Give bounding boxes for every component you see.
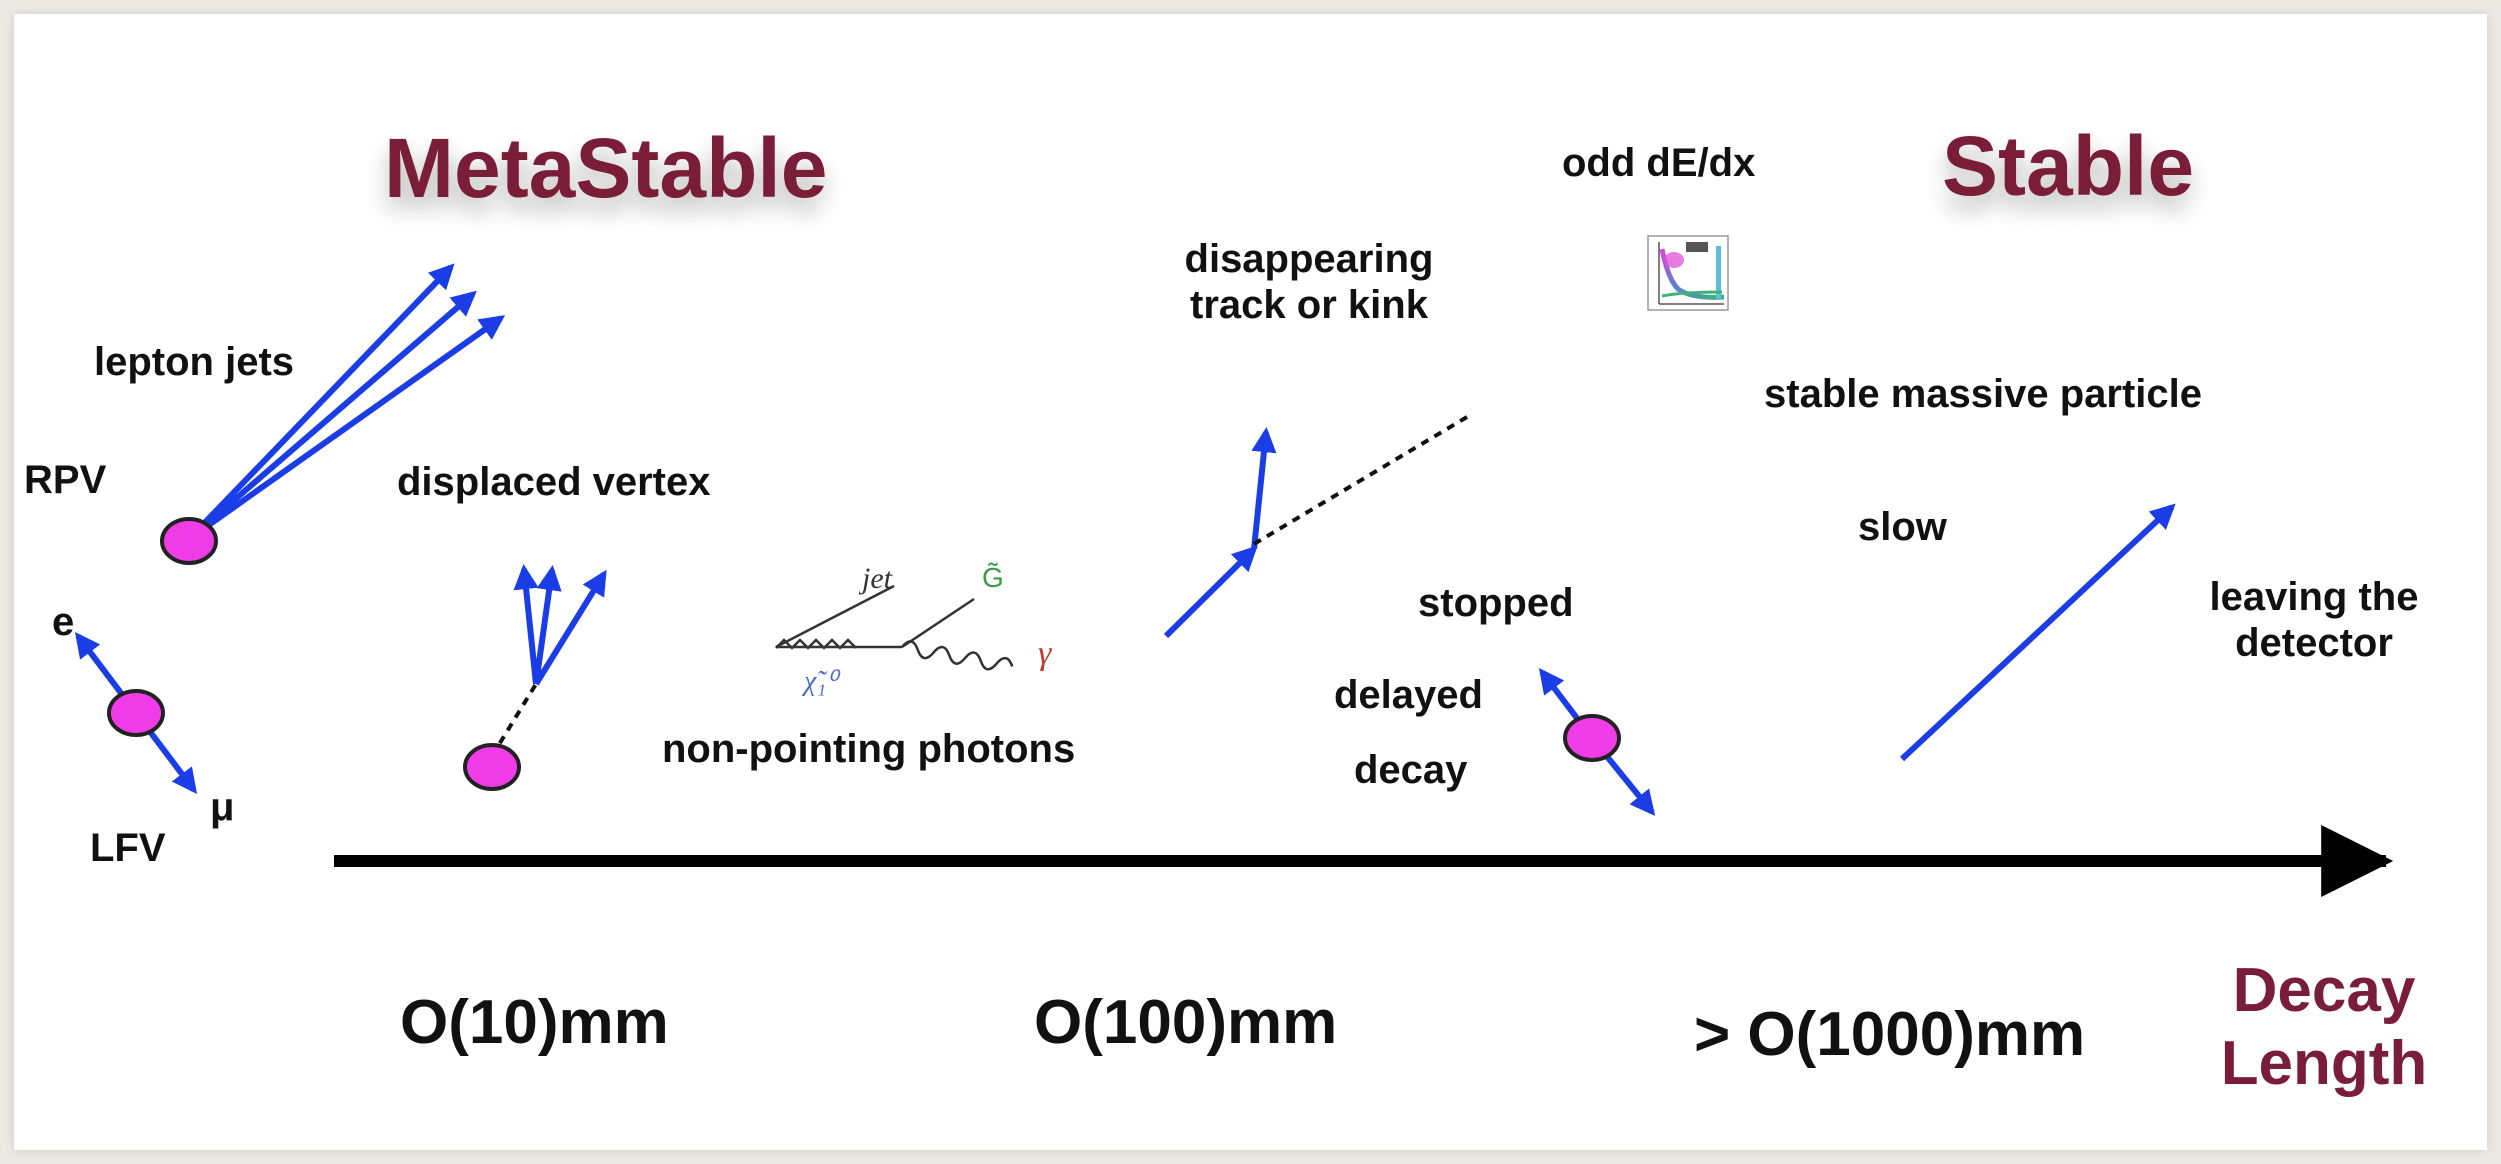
feynman-jet-label: jet <box>862 562 892 595</box>
axis-title-line2: Length <box>2220 1029 2428 1099</box>
non-pointing-photons-label: non-pointing photons <box>662 727 1076 771</box>
feynman-gravitino-label: G̃ <box>982 562 1004 593</box>
axis-tick-1000mm: > O(1000)mm <box>1694 1000 2086 1069</box>
displaced-particle <box>463 743 521 791</box>
leaving-detector-arrow <box>1899 503 2176 762</box>
disappearing-track-label: disappearing track or kink <box>1124 236 1494 328</box>
e-label: e <box>52 600 75 644</box>
stable-massive-particle-label: stable massive particle <box>1764 372 2203 416</box>
slow-label: slow <box>1858 505 1947 549</box>
disappearing-track-symbol <box>1163 412 1474 639</box>
stopped-particle <box>1563 714 1621 762</box>
feynman-neutralino-label: χ̃₁⁰ <box>804 666 838 697</box>
displaced-vertex-label: displaced vertex <box>397 460 711 504</box>
axis-tick-10mm: O(10)mm <box>400 988 669 1057</box>
disappearing-track-line1: disappearing <box>1184 237 1434 281</box>
delayed-label: delayed <box>1334 673 1483 717</box>
stopped-particle-symbol <box>1538 667 1656 816</box>
lepton-jets-label: lepton jets <box>94 340 295 384</box>
rpv-label: RPV <box>24 458 107 502</box>
axis-tick-100mm: O(100)mm <box>1034 988 1338 1057</box>
stable-heading: Stable <box>1942 119 2195 213</box>
axis-title: Decay Length <box>2184 954 2464 1100</box>
lepton-jets-symbol <box>160 263 506 565</box>
lfv-label: LFV <box>90 826 166 870</box>
leaving-detector-line1: leaving the <box>2209 575 2419 619</box>
mu-label: μ <box>210 785 235 829</box>
dedx-plot-thumbnail <box>1647 235 1729 311</box>
slide: MetaStable Stable lepton jets RPV e μ LF… <box>14 14 2487 1150</box>
displaced-vertex-symbol <box>463 563 607 791</box>
metastable-heading: MetaStable <box>384 121 828 215</box>
disappearing-track-line2: track or kink <box>1190 283 1428 327</box>
axis-title-line1: Decay <box>2232 956 2416 1025</box>
feynman-diagram <box>775 584 1014 671</box>
feynman-gamma-label: γ <box>1038 635 1052 672</box>
odd-dedx-label: odd dE/dx <box>1562 141 1756 185</box>
stopped-label: stopped <box>1418 581 1574 625</box>
rpv-particle <box>160 517 218 565</box>
leaving-detector-label: leaving the detector <box>2164 574 2464 666</box>
lfv-symbol <box>74 631 198 795</box>
lfv-particle <box>107 689 165 737</box>
diagram-canvas <box>74 235 2394 897</box>
decay-label: decay <box>1354 748 1468 792</box>
leaving-detector-line2: detector <box>2235 621 2393 665</box>
